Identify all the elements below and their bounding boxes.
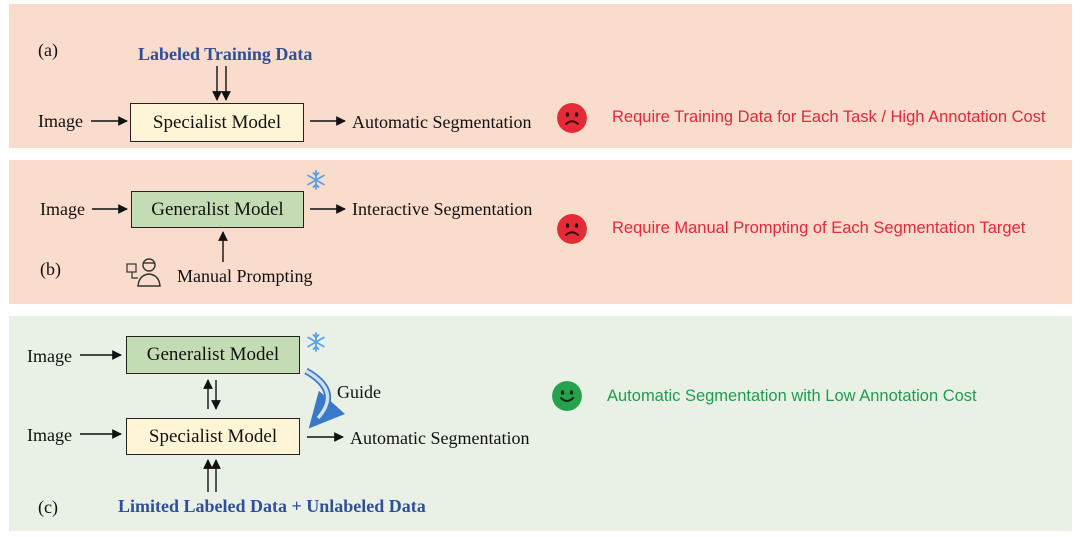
person-pointer-icon: [126, 258, 161, 287]
panel-a-specialist-model-box: Specialist Model: [130, 103, 304, 142]
panel-c-image-top-label: Image: [27, 346, 72, 366]
panel-c-specialist-model-label: Specialist Model: [148, 425, 278, 447]
panel-a-image-label: Image: [38, 111, 83, 131]
panel-b-generalist-model-box: Generalist Model: [131, 191, 304, 228]
panel-c-generalist-model-label: Generalist Model: [146, 344, 280, 365]
sad-face-icon: [557, 214, 587, 244]
panel-c-message: Automatic Segmentation with Low Annotati…: [607, 387, 977, 405]
panel-b-label: (b): [40, 259, 61, 279]
panel-a-specialist-model-label: Specialist Model: [152, 111, 282, 133]
snowflake-icon: [307, 332, 325, 352]
panel-b: [9, 160, 1072, 304]
sad-face-icon: [557, 103, 587, 133]
snowflake-icon: [307, 170, 325, 190]
limited-labeled-data-label: Limited Labeled Data + Unlabeled Data: [118, 496, 426, 516]
panel-a-label: (a): [38, 40, 58, 60]
labeled-training-data-label: Labeled Training Data: [138, 44, 313, 64]
panel-c-image-bottom-label: Image: [27, 425, 72, 445]
panel-b-image-label: Image: [40, 199, 85, 219]
panel-b-generalist-model-label: Generalist Model: [151, 198, 284, 220]
panel-a-output-label: Automatic Segmentation: [352, 112, 532, 132]
panel-b-message: Require Manual Prompting of Each Segment…: [612, 219, 1026, 237]
panel-a-message: Require Training Data for Each Task / Hi…: [612, 108, 1046, 126]
panel-c-label: (c): [38, 497, 58, 517]
panel-c-generalist-model-box: Generalist Model: [126, 336, 300, 374]
panel-c-output-label: Automatic Segmentation: [350, 428, 530, 448]
panel-b-output-label: Interactive Segmentation: [352, 199, 533, 219]
happy-face-icon: [552, 381, 582, 411]
guide-label: Guide: [337, 382, 381, 402]
manual-prompting-label: Manual Prompting: [177, 266, 313, 286]
panel-c-specialist-model-box: Specialist Model: [126, 418, 300, 455]
